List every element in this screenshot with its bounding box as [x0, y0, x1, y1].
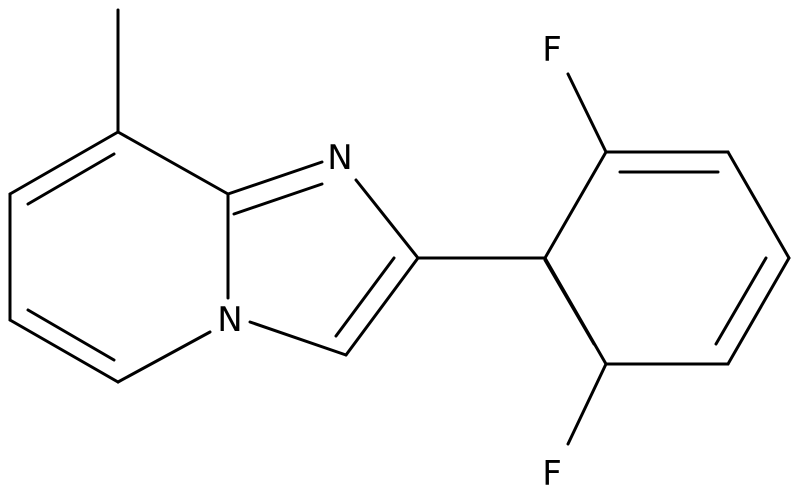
- bond-c3-n4: [248, 320, 348, 357]
- bond-ph4-ph5-inner: [714, 256, 768, 346]
- bond-c6-c5: [8, 318, 120, 384]
- bond-ph2-f-top: [566, 72, 608, 154]
- bond-ph3-ph4: [726, 150, 791, 260]
- bond-c2-c3: [344, 256, 420, 357]
- atom-n-imine: N: [327, 138, 352, 178]
- bond-c6-c5-inner: [26, 308, 116, 362]
- bond-ph6-ph1-inner: [543, 258, 596, 346]
- bond-ph6-f-bottom: [566, 362, 608, 446]
- bond-ph1-ph2: [543, 150, 608, 260]
- bond-ph4-ph5: [726, 256, 791, 366]
- bond-c2-c3-inner: [334, 256, 396, 338]
- atom-f-bottom: F: [542, 454, 562, 494]
- bond-c8-c7-inner: [26, 152, 116, 206]
- bond-c8a-n1: [226, 160, 324, 196]
- bond-c8a-c8: [116, 130, 230, 196]
- bond-c5-n4: [116, 330, 212, 384]
- atom-n-bridge: N: [217, 300, 242, 340]
- bond-c8a-n1-inner: [232, 182, 324, 216]
- atom-f-top: F: [542, 30, 562, 70]
- bond-n1-c2: [354, 178, 420, 260]
- bond-c8-c7: [8, 130, 120, 196]
